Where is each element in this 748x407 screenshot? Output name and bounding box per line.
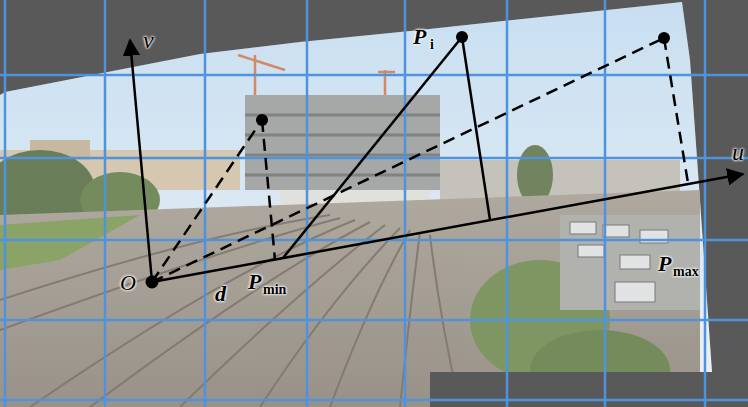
point-subscript: max — [673, 265, 699, 279]
projection-dashed — [152, 38, 688, 282]
point-dots-part — [456, 31, 468, 43]
axes — [130, 40, 743, 282]
grid-part — [704, 0, 707, 407]
projection-solid — [283, 37, 490, 258]
axis-label: v — [143, 28, 154, 52]
origin-label: O — [120, 272, 136, 294]
point-dots-part — [256, 114, 268, 126]
point-dots-part — [146, 276, 159, 289]
projection-dashed-part — [152, 38, 664, 282]
grid-part — [0, 157, 748, 160]
projection-dashed-part — [664, 38, 688, 183]
distance-label: d — [215, 283, 226, 305]
projection-solid-part — [462, 37, 490, 220]
grid-part — [506, 0, 509, 407]
projection-dashed-part — [152, 120, 262, 282]
grid-part — [104, 0, 107, 407]
axes-part — [130, 40, 152, 282]
point-label: P — [248, 271, 261, 293]
axes-part — [152, 174, 743, 282]
axis-label: u — [732, 140, 744, 164]
grid-part — [4, 0, 7, 407]
grid-part — [604, 0, 607, 407]
grid-part — [404, 0, 407, 407]
grid-part — [306, 0, 309, 407]
point-dots-part — [658, 32, 670, 44]
grid-part — [0, 319, 748, 322]
grid-part — [0, 74, 748, 77]
grid-part — [0, 399, 748, 402]
point-label: P — [658, 253, 671, 275]
point-dots — [146, 31, 671, 289]
projection-dashed-part — [262, 120, 275, 260]
point-label: P — [413, 26, 426, 48]
point-subscript: i — [430, 38, 434, 52]
point-subscript: min — [263, 283, 286, 297]
